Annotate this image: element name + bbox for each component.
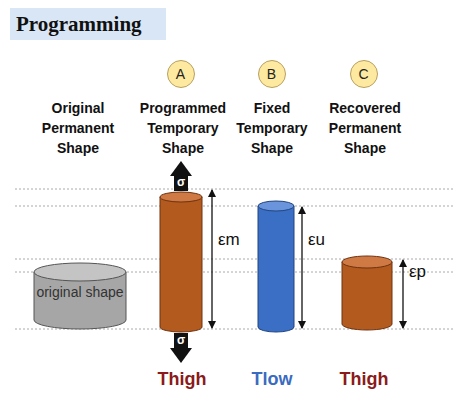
temperature-label: Thigh (329, 368, 399, 390)
cylinder-top (34, 263, 126, 281)
stretched-cylinder (160, 192, 202, 332)
strain-label: εp (409, 262, 449, 282)
step-circle: C (350, 60, 378, 88)
original-cylinder: original shape (33, 262, 127, 332)
temperature-label: Tlow (237, 368, 307, 390)
stress-symbol: σ (171, 174, 191, 190)
strain-label: εu (308, 230, 348, 250)
column-heading: Programmed Temporary Shape (139, 98, 227, 158)
stress-symbol: σ (171, 332, 191, 348)
column-heading: Original Permanent Shape (34, 98, 122, 158)
step-letter: B (267, 66, 276, 82)
step-circle: A (167, 60, 195, 88)
column-heading: Recovered Permanent Shape (321, 98, 409, 158)
cylinder-label: original shape (33, 284, 127, 301)
title-band: Programming (10, 8, 166, 40)
stress-arrows (170, 161, 192, 363)
step-letter: C (358, 66, 368, 82)
strain-label: εm (218, 230, 258, 250)
fixed-cylinder (258, 201, 294, 332)
strain-arrows (212, 190, 403, 328)
guide-lines (15, 189, 455, 329)
temperature-label: Thigh (147, 368, 217, 390)
step-circle: B (258, 60, 286, 88)
recovered-cylinder (342, 256, 392, 330)
step-letter: A (176, 66, 185, 82)
column-heading: Fixed Temporary Shape (228, 98, 316, 158)
